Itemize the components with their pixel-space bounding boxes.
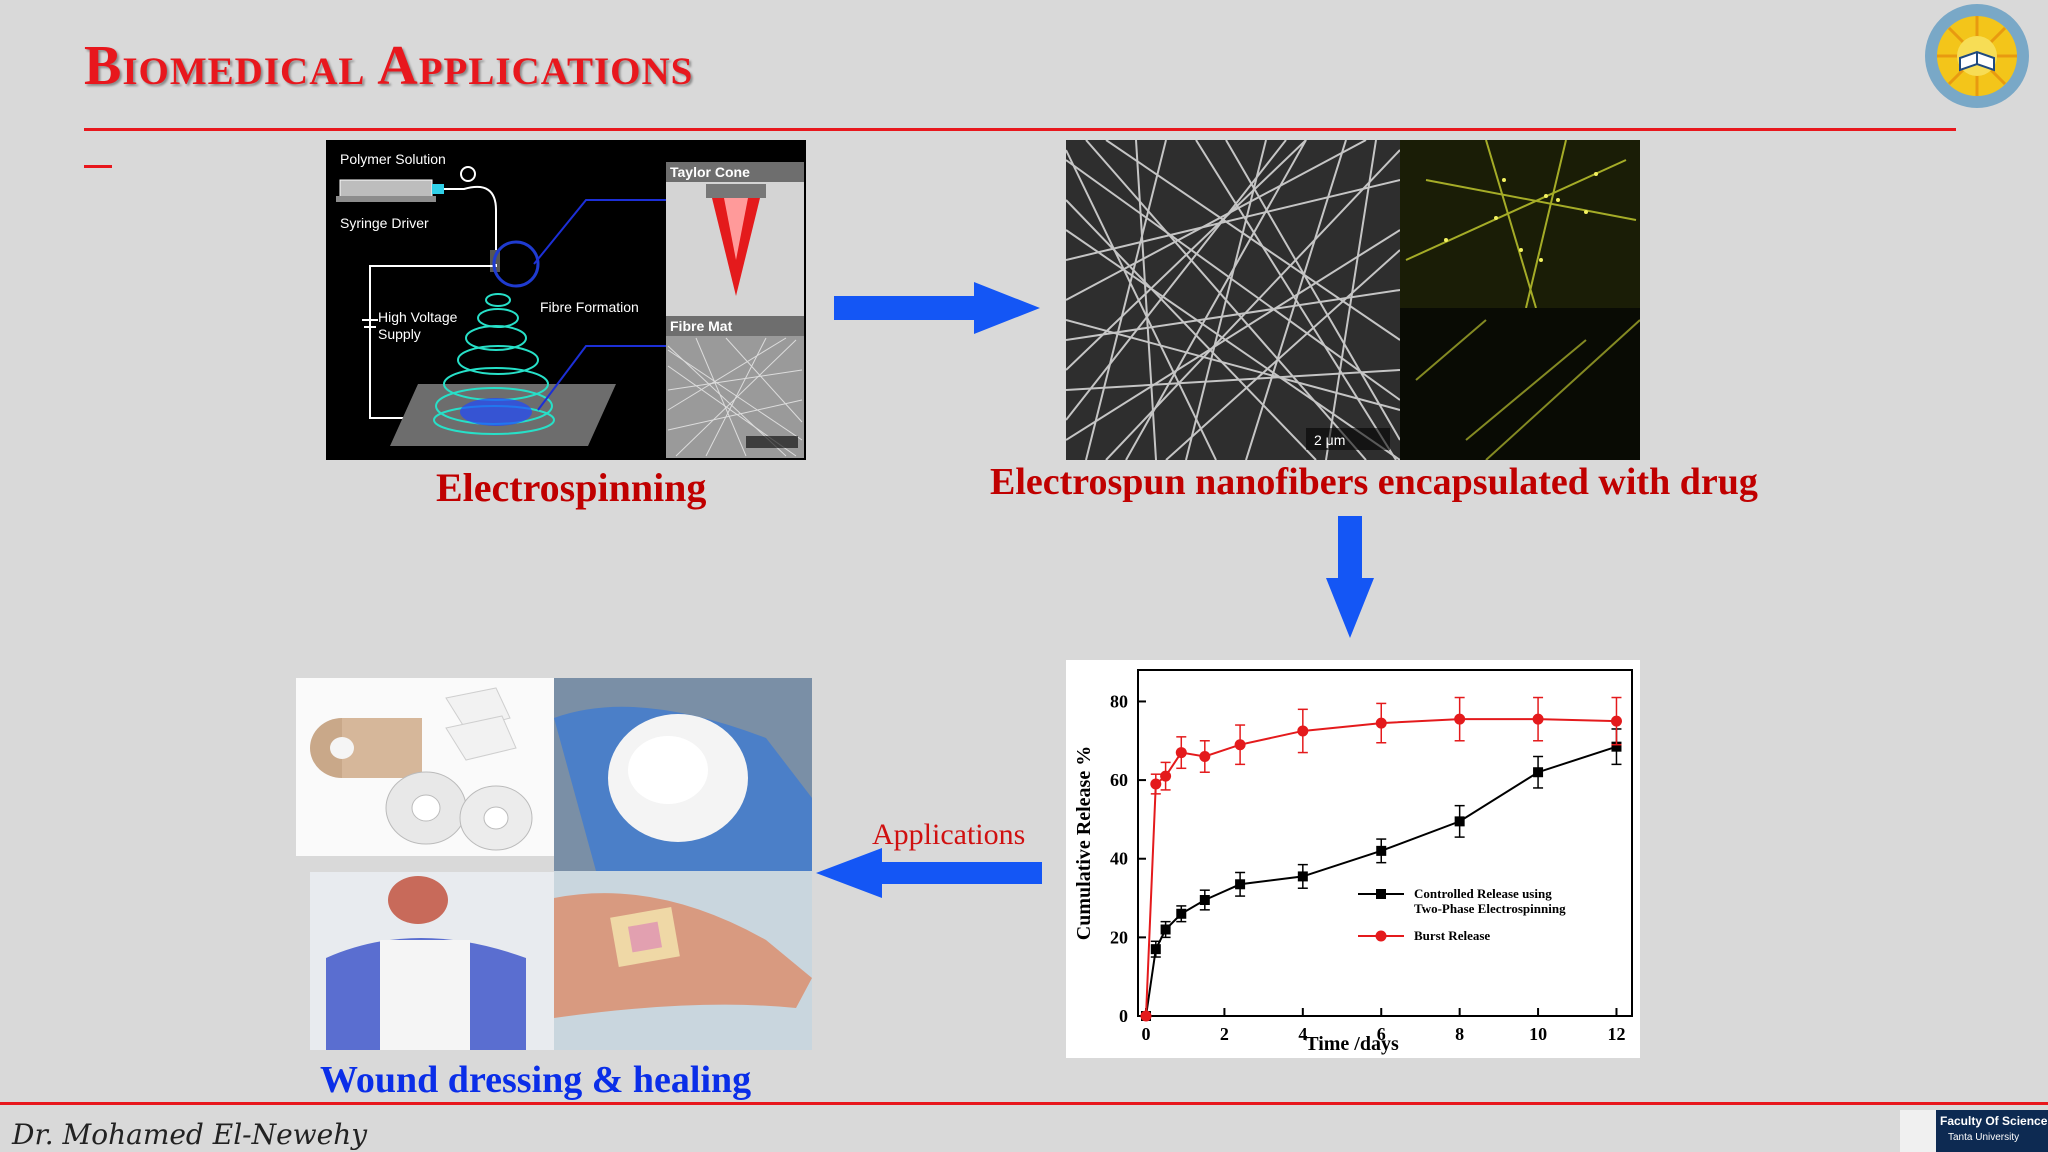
release-chart: 0 2 4 6 8 10 12 0 20 40 60 80 Controlled Release us… <box>1066 660 1640 1058</box>
wound-caption: Wound dressing & healing <box>320 1059 752 1101</box>
footer-author: Dr. Mohamed El-Newehy <box>12 1118 368 1151</box>
data-point <box>1160 770 1172 782</box>
applications-label: Applications <box>872 818 1026 851</box>
nanofiber-micrograph: 2 μm <box>1066 140 1640 460</box>
data-point <box>1160 924 1171 935</box>
y-tick-label: 20 <box>1110 927 1128 947</box>
syringe-driver-label: Syringe Driver <box>340 215 429 231</box>
university-logo <box>1925 4 2029 108</box>
y-tick-label: 0 <box>1119 1006 1128 1026</box>
data-point <box>1376 845 1387 856</box>
y-tick-label: 60 <box>1110 770 1128 790</box>
legend-marker <box>1375 930 1387 942</box>
wound-dressing-photos <box>296 678 812 1050</box>
data-point <box>1297 725 1309 737</box>
scale-bar-label: 2 μm <box>1314 432 1345 448</box>
data-point <box>1175 747 1187 759</box>
footer-divider <box>0 1102 2048 1105</box>
x-tick-label: 6 <box>1377 1024 1386 1044</box>
slide-title: Biomedical Applications <box>84 35 694 97</box>
title-divider <box>84 128 1956 131</box>
fibre-formation-label: Fibre Formation <box>540 299 639 315</box>
y-tick-label: 40 <box>1110 849 1128 869</box>
fibre-mat-label: Fibre Mat <box>670 318 733 334</box>
data-point <box>1140 1010 1152 1022</box>
y-tick-label: 80 <box>1110 691 1128 711</box>
taylor-cone-label: Taylor Cone <box>670 164 750 180</box>
arrow-left-icon <box>816 848 1042 898</box>
data-point <box>1199 751 1211 762</box>
electrospinning-diagram: Polymer Solution Syringe Driver High Vol… <box>326 140 806 460</box>
faculty-logo: Faculty Of Science Tanta University <box>1900 1110 2048 1152</box>
data-point <box>1610 715 1622 727</box>
x-tick-label: 10 <box>1529 1024 1547 1044</box>
legend-marker <box>1376 889 1386 899</box>
data-point <box>1234 739 1246 751</box>
data-point <box>1454 713 1466 725</box>
arrow-down-icon <box>1326 516 1374 638</box>
nanofiber-caption: Electrospun nanofibers encapsulated with… <box>990 461 1758 503</box>
legend-label: Two-Phase Electrospinning <box>1414 901 1566 916</box>
x-tick-label: 2 <box>1220 1024 1229 1044</box>
data-point <box>1235 879 1246 890</box>
legend-label: Controlled Release using <box>1414 886 1552 901</box>
data-point <box>1533 767 1544 778</box>
faculty-university: Tanta University <box>1948 1132 2020 1143</box>
data-point <box>1176 908 1187 919</box>
high-voltage-label: High Voltage <box>378 309 458 325</box>
data-point <box>1375 717 1387 729</box>
title-divider-dash <box>84 165 112 168</box>
legend-label: Burst Release <box>1414 928 1490 943</box>
arrow-right-icon <box>834 282 1040 334</box>
x-tick-label: 0 <box>1142 1024 1151 1044</box>
x-tick-label: 8 <box>1455 1024 1464 1044</box>
data-point <box>1611 741 1622 752</box>
faculty-emblem-icon <box>1900 1110 1936 1152</box>
data-point <box>1150 778 1162 790</box>
y-axis-label: Cumulative Release % <box>1073 746 1095 940</box>
supply-label: Supply <box>378 326 421 342</box>
x-tick-label: 4 <box>1298 1024 1307 1044</box>
data-point <box>1297 871 1308 882</box>
data-point <box>1150 944 1161 955</box>
faculty-name: Faculty Of Science <box>1940 1114 2048 1128</box>
x-tick-label: 12 <box>1607 1024 1625 1044</box>
data-point <box>1199 895 1210 906</box>
x-axis-label: Time /days <box>1305 1033 1399 1055</box>
electrospinning-caption: Electrospinning <box>436 465 707 510</box>
data-point <box>1454 816 1465 827</box>
polymer-solution-label: Polymer Solution <box>340 151 446 167</box>
data-point <box>1532 713 1544 725</box>
